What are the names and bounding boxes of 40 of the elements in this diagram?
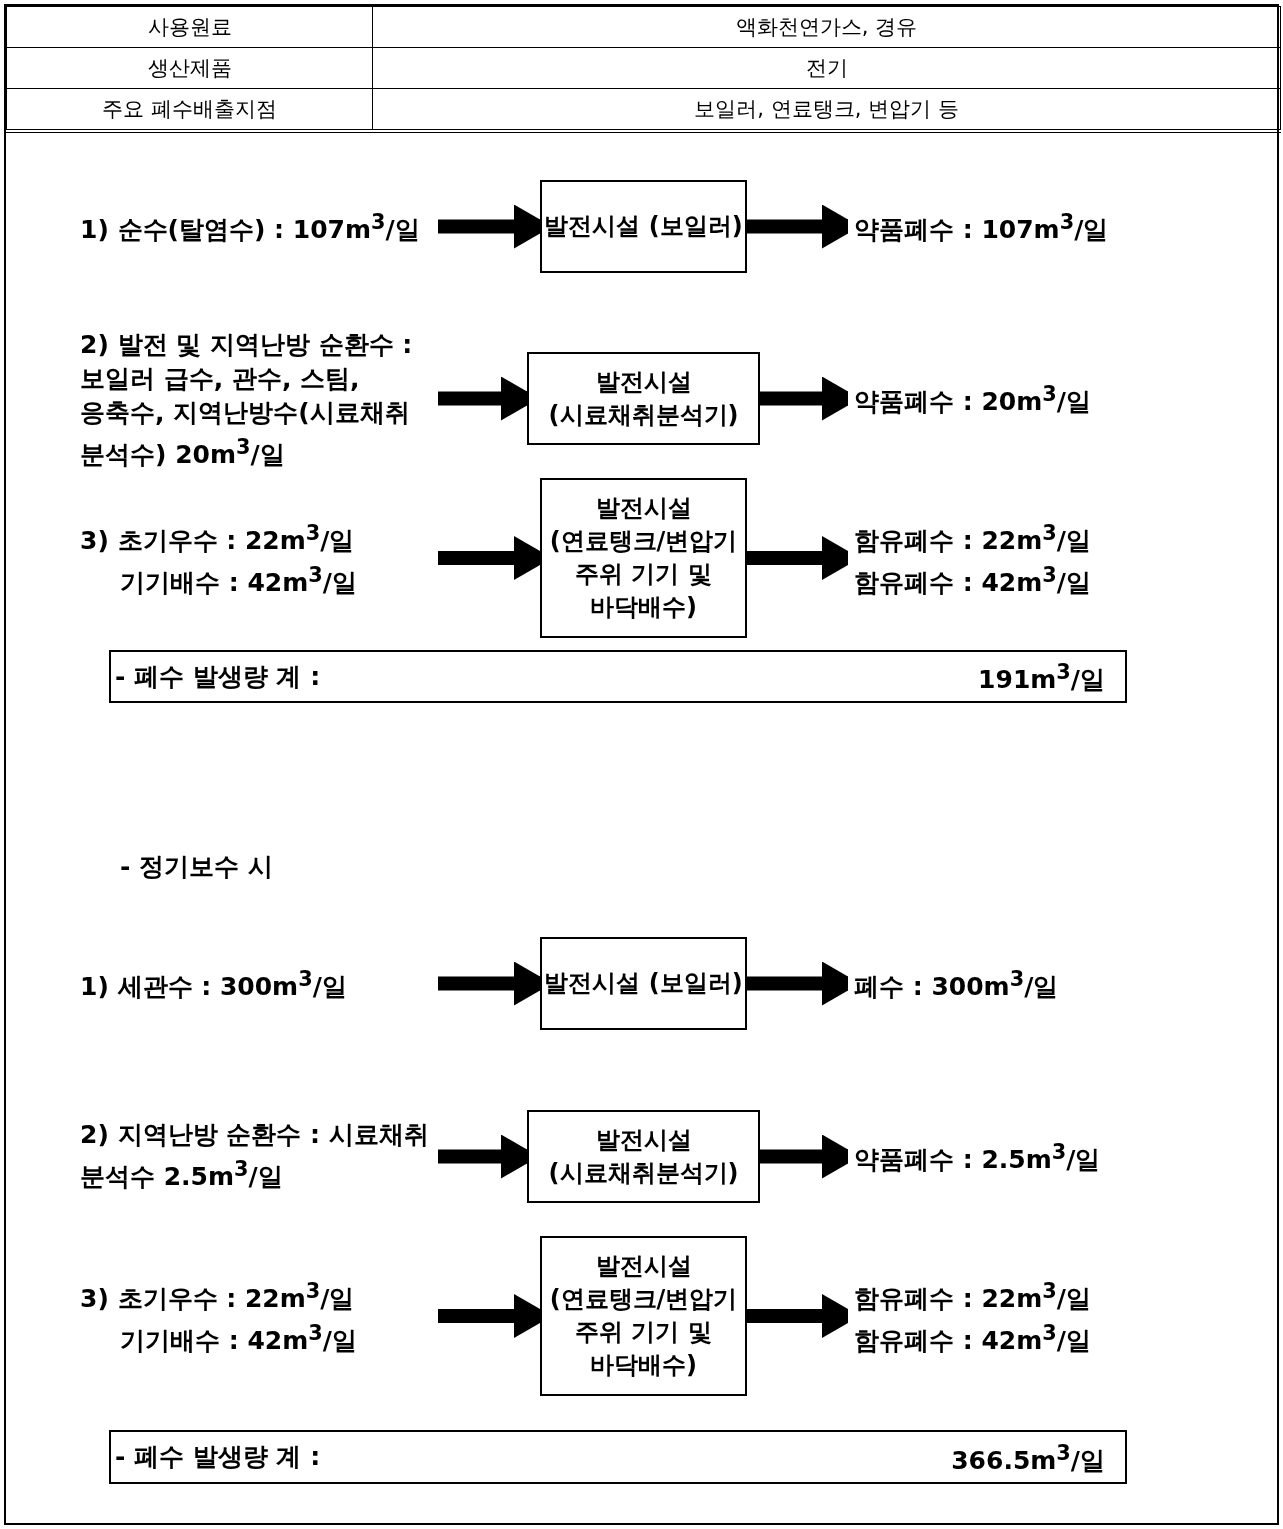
process-box (540, 180, 747, 273)
process-label: 발전시설 (연료탱크/변압기 주위 기기 및 바닥배수) (548, 493, 739, 623)
inflow-text: 기기배수 : 42m$^{3}$/일 (119, 1320, 357, 1358)
process-box (540, 937, 747, 1030)
outflow-text: 함유폐수 : 22m$^{3}$/일 (854, 1277, 1091, 1315)
process-label: 발전시설 (보일러) (544, 211, 743, 242)
table-cell: 액화천연가스, 경유 (372, 6, 1281, 48)
inflow-text: 3) 초기우수 : 22m$^{3}$/일 (80, 1277, 355, 1315)
total-text: - 폐수 발생량 계 : (115, 660, 321, 693)
inflow-text: 기기배수 : 42m$^{3}$/일 (119, 562, 357, 600)
total-box (109, 650, 1127, 703)
table-cell: 전기 (372, 47, 1281, 89)
process-label: 발전시설 (시료채취분석기) (547, 1124, 740, 1189)
process-label: 발전시설 (보일러) (544, 968, 743, 999)
outflow-text: 약품폐수 : 20m$^{3}$/일 (854, 381, 1091, 419)
process-box (527, 352, 760, 445)
outflow-text: 함유폐수 : 22m$^{3}$/일 (854, 519, 1091, 557)
process-label: 발전시설 (시료채취분석기) (547, 366, 740, 431)
outflow-text: 약품폐수 : 107m$^{3}$/일 (854, 209, 1109, 247)
inflow-text: 2) 발전 및 지역난방 순환수 : 보일러 급수, 관수, 스팀, 응축수, 지역난방수(시료채취 분석수) 20m$^{3}$/일 (80, 328, 414, 472)
table-cell: 생산제품 (6, 47, 373, 89)
total-text: 366.5m$^{3}$/일 (951, 1439, 1105, 1478)
table-cell: 사용원료 (6, 6, 373, 48)
outflow-text: 함유폐수 : 42m$^{3}$/일 (854, 1320, 1091, 1358)
total-box (109, 1430, 1127, 1484)
outflow-text: 약품폐수 : 2.5m$^{3}$/일 (854, 1139, 1101, 1177)
total-text: 191m$^{3}$/일 (978, 659, 1105, 697)
outflow-text: 폐수 : 300m$^{3}$/일 (854, 966, 1059, 1004)
process-box (527, 1110, 760, 1203)
inflow-text: 3) 초기우수 : 22m$^{3}$/일 (80, 519, 355, 557)
inflow-text: 1) 순수(탈염수) : 107m$^{3}$/일 (80, 209, 420, 247)
inflow-text: 1) 세관수 : 300m$^{3}$/일 (80, 966, 347, 1004)
section-heading: - 정기보수 시 (120, 851, 273, 883)
process-box (540, 478, 747, 638)
process-label: 발전시설 (연료탱크/변압기 주위 기기 및 바닥배수) (548, 1251, 739, 1381)
total-text: - 폐수 발생량 계 : (115, 1441, 321, 1473)
inflow-text: 2) 지역난방 순환수 : 시료채취 분석수 2.5m$^{3}$/일 (80, 1119, 430, 1194)
outflow-text: 함유폐수 : 42m$^{3}$/일 (854, 562, 1091, 600)
process-box (540, 1236, 747, 1396)
table-cell: 주요 폐수배출지점 (6, 88, 373, 131)
